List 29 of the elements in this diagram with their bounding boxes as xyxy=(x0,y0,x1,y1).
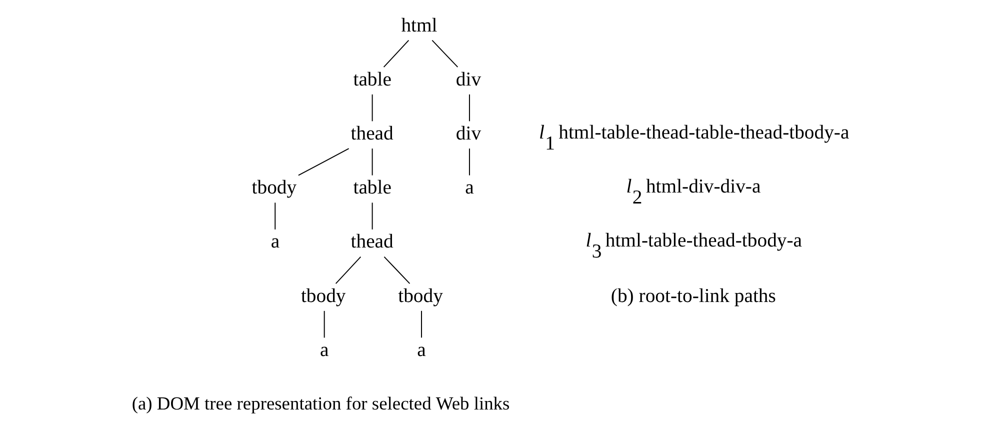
connector xyxy=(432,40,458,68)
node-text: html xyxy=(401,14,438,36)
connector xyxy=(298,148,350,176)
node-text: div xyxy=(456,68,482,90)
connector xyxy=(372,94,373,122)
node-text: thead xyxy=(350,122,394,144)
node-text: table xyxy=(353,68,392,90)
label: (b) root-to-link paths xyxy=(610,284,776,307)
connector xyxy=(468,148,470,176)
connector xyxy=(335,256,362,284)
node-text: div xyxy=(456,122,482,144)
connector xyxy=(274,202,276,230)
node-text: a xyxy=(270,230,280,253)
connector xyxy=(324,310,325,338)
connector xyxy=(372,148,373,176)
connector xyxy=(383,40,410,68)
connector xyxy=(384,256,410,284)
node-text: a xyxy=(465,176,474,199)
node-text: a xyxy=(417,338,426,361)
node-text: tbody xyxy=(398,284,443,307)
node-text: thead xyxy=(350,230,394,253)
label: (a) DOM tree representation for selected Web links xyxy=(132,394,510,414)
node-text: table xyxy=(353,176,392,199)
node-text: a xyxy=(320,338,329,361)
connector xyxy=(468,94,470,122)
connector xyxy=(372,202,373,230)
node-text: tbody xyxy=(300,284,346,307)
node-text: tbody xyxy=(252,176,297,199)
connector xyxy=(421,310,422,338)
